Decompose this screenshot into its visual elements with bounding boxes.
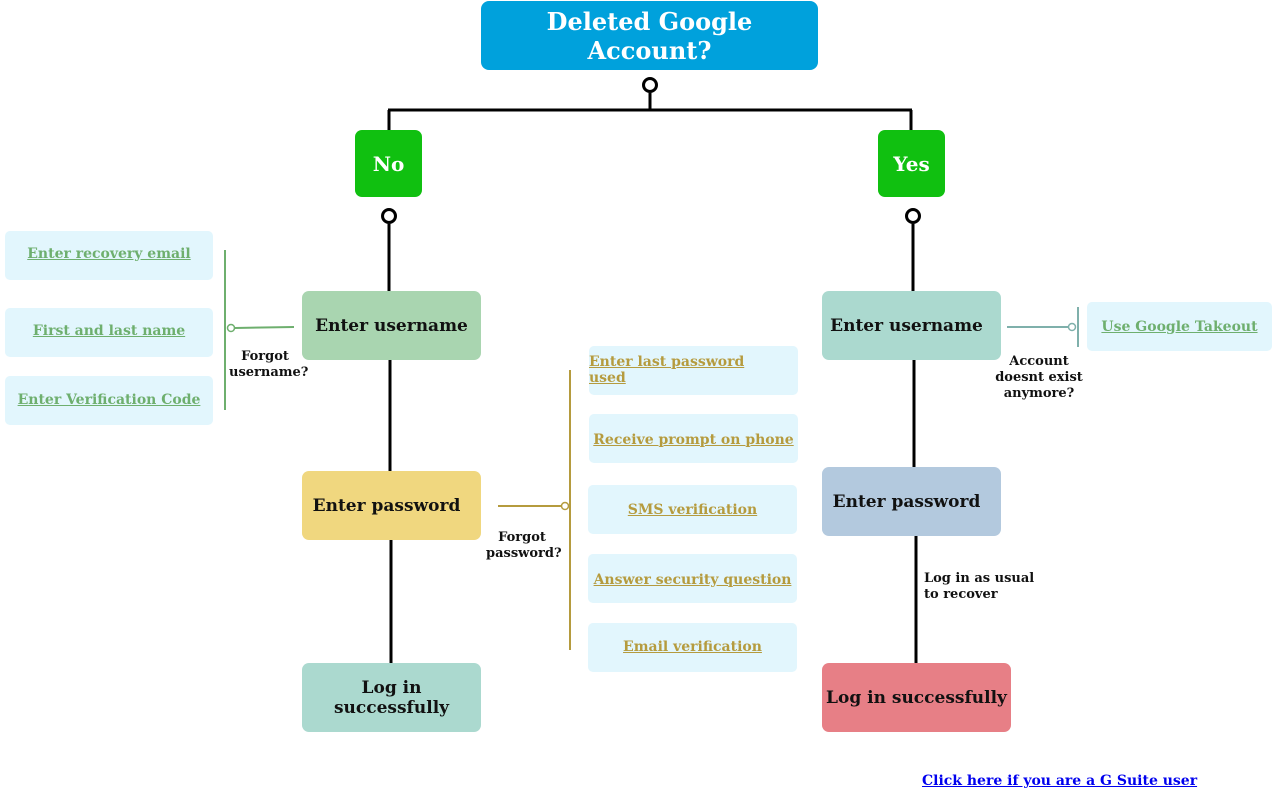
option-first-and-last-name[interactable]: First and last name bbox=[5, 308, 213, 357]
option-answer-security-question[interactable]: Answer security question bbox=[588, 554, 797, 603]
forgot-password-note: Forgot password? bbox=[486, 530, 562, 561]
option-use-google-takeout[interactable]: Use Google Takeout bbox=[1087, 302, 1272, 351]
option-label[interactable]: SMS verification bbox=[627, 501, 758, 518]
forgot-username-bracket bbox=[224, 250, 295, 410]
right-enter-username-box: Enter username bbox=[822, 291, 1001, 360]
option-label[interactable]: First and last name bbox=[32, 322, 186, 339]
left-enter-username-label: Enter username bbox=[315, 315, 468, 336]
left-enter-username-box: Enter username bbox=[302, 291, 481, 360]
right-enter-password-label: Enter password bbox=[832, 491, 981, 512]
no-branch-label: No bbox=[372, 151, 405, 176]
yes-branch-box: Yes bbox=[878, 130, 945, 197]
option-sms-verification[interactable]: SMS verification bbox=[588, 485, 797, 534]
option-enter-last-password[interactable]: Enter last password used bbox=[589, 346, 798, 395]
option-enter-recovery-email[interactable]: Enter recovery email bbox=[5, 231, 213, 280]
option-receive-prompt-on-phone[interactable]: Receive prompt on phone bbox=[589, 414, 798, 463]
left-enter-password-label: Enter password bbox=[312, 495, 461, 516]
option-email-verification[interactable]: Email verification bbox=[588, 623, 797, 672]
no-branch-box: No bbox=[355, 130, 422, 197]
left-login-success-box: Log in successfully bbox=[302, 663, 481, 732]
yes-connector-dot bbox=[905, 208, 921, 224]
title-box: Deleted Google Account? bbox=[481, 1, 818, 70]
title-text: Deleted Google Account? bbox=[546, 6, 753, 65]
option-label[interactable]: Enter recovery email bbox=[27, 245, 191, 262]
recover-note: Log in as usual to recover bbox=[924, 571, 1035, 602]
left-enter-password-box: Enter password bbox=[302, 471, 481, 540]
no-connector-dot bbox=[381, 208, 397, 224]
option-label[interactable]: Email verification bbox=[623, 638, 762, 655]
option-label[interactable]: Use Google Takeout bbox=[1101, 319, 1258, 335]
account-gone-note: Account doesnt exist anymore? bbox=[995, 354, 1083, 401]
title-connector-dot bbox=[642, 77, 658, 93]
right-login-success-label: Log in successfully bbox=[826, 687, 1007, 708]
gsuite-link[interactable]: Click here if you are a G Suite user bbox=[922, 773, 1198, 789]
forgot-username-note: Forgot username? bbox=[229, 349, 309, 380]
right-login-success-box: Log in successfully bbox=[822, 663, 1011, 732]
option-enter-verification-code[interactable]: Enter Verification Code bbox=[5, 376, 213, 425]
account-gone-bracket bbox=[1007, 307, 1079, 347]
yes-branch-label: Yes bbox=[893, 151, 930, 176]
option-label[interactable]: Receive prompt on phone bbox=[593, 432, 794, 448]
right-enter-username-label: Enter username bbox=[830, 315, 983, 336]
option-label[interactable]: Answer security question bbox=[593, 571, 792, 588]
forgot-password-bracket bbox=[498, 370, 571, 650]
option-label[interactable]: Enter last password used bbox=[589, 353, 745, 386]
right-enter-password-box: Enter password bbox=[822, 467, 1001, 536]
option-label[interactable]: Enter Verification Code bbox=[17, 391, 201, 408]
left-login-success-label: Log in successfully bbox=[333, 677, 450, 718]
